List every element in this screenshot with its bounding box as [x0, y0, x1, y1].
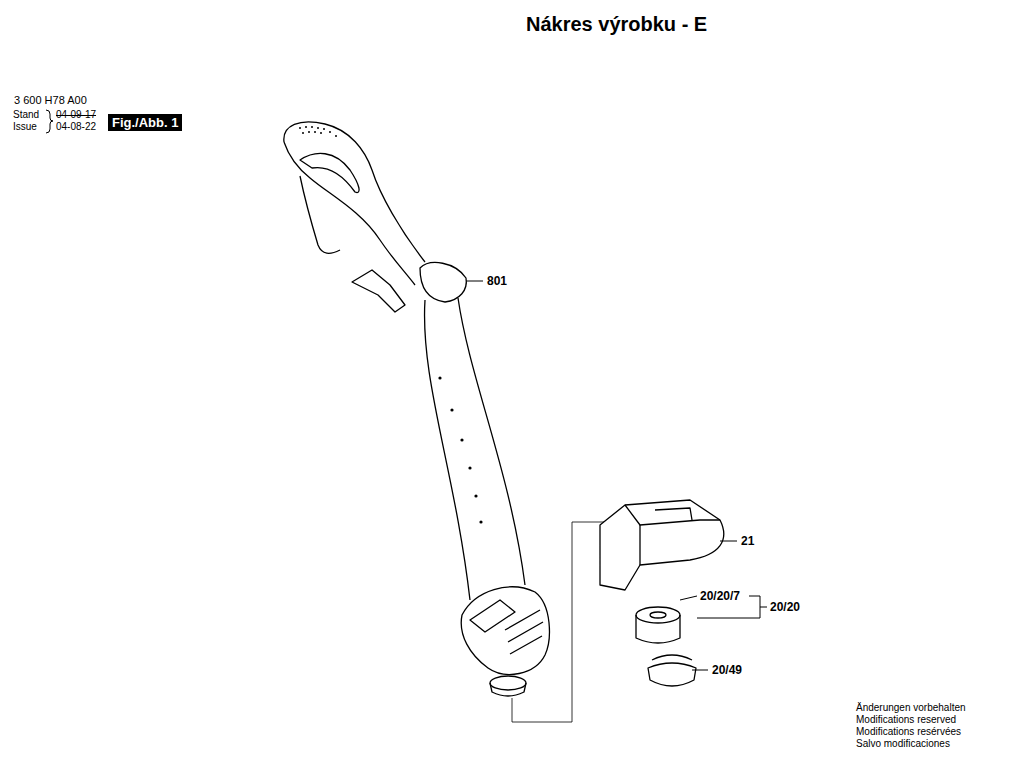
figure-label: Fig./Abb. 1 — [108, 114, 182, 131]
revision-date: 04-09-17 — [56, 110, 96, 120]
disclaimer-note: Modifications resérvées — [856, 727, 961, 737]
disclaimer-note: Änderungen vorbehalten — [856, 703, 966, 713]
callout-number: 20/20 — [770, 601, 800, 613]
disclaimer-note: Modifications reserved — [856, 715, 956, 725]
callout-number: 20/49 — [712, 664, 742, 676]
callout-number: 20/20/7 — [700, 590, 740, 602]
page-title: Nákres výrobku - E — [526, 14, 707, 34]
revision-label: Issue — [13, 122, 37, 132]
callout-number: 21 — [741, 535, 754, 547]
callout-number: 801 — [487, 275, 507, 287]
disclaimer-note: Salvo modificaciones — [856, 739, 950, 749]
revision-date: 04-08-22 — [56, 122, 96, 132]
revision-label: Stand — [13, 110, 39, 120]
part-number: 3 600 H78 A00 — [14, 95, 87, 106]
